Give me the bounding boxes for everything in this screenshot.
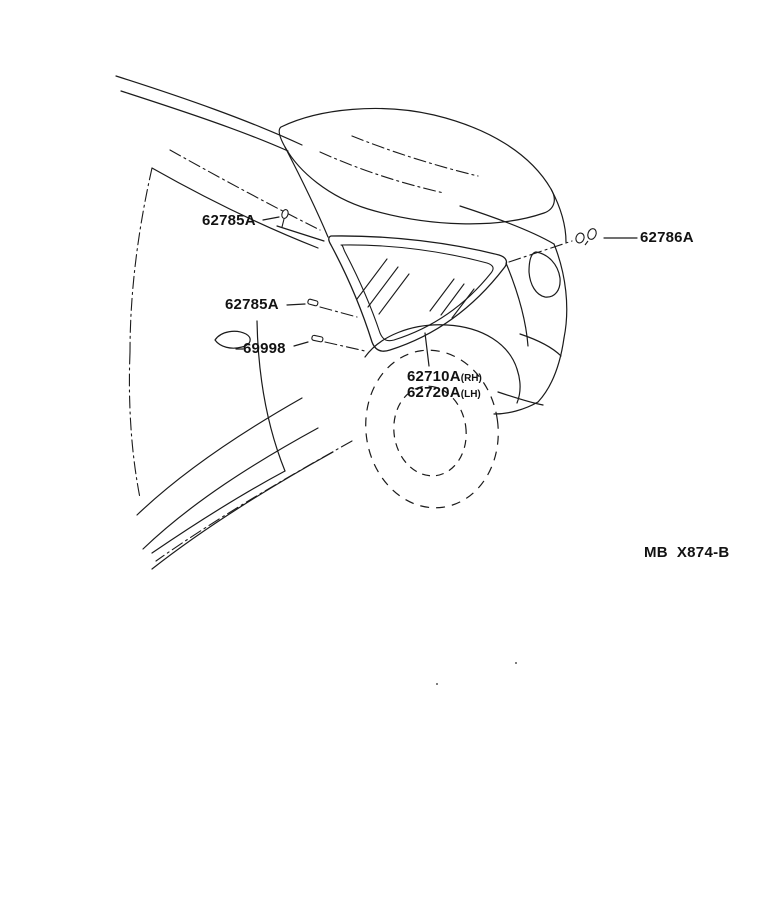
label-clip-upper: 62785A [202,213,256,228]
car-body-lines [115,75,568,570]
label-clip-lower: 62785A [225,297,279,312]
part-number: 62785A [202,212,256,229]
glass-reflection-hatching [356,258,475,319]
label-retainer: 69998 [243,341,286,356]
scan-specks [436,662,517,685]
label-glass-rh: 62710A(RH) [407,369,482,384]
fastener-clips [281,209,597,343]
label-glass-lh: 62720A(LH) [407,385,481,400]
part-number-suffix: (LH) [460,389,481,400]
part-number-suffix: (RH) [460,373,482,384]
part-number: 62786A [640,229,694,246]
quarter-window-glass [328,235,508,352]
leader-lines [235,216,638,367]
part-number: 62720A [407,384,461,401]
part-number: 62710A [407,368,461,385]
part-number: 69998 [243,340,286,357]
part-number: 62785A [225,296,279,313]
label-clip-rear: 62786A [640,230,694,245]
diagram-code: MB X874-B [644,544,730,561]
phantom-dash-lines [128,135,573,562]
wheel-dashed [365,349,499,509]
